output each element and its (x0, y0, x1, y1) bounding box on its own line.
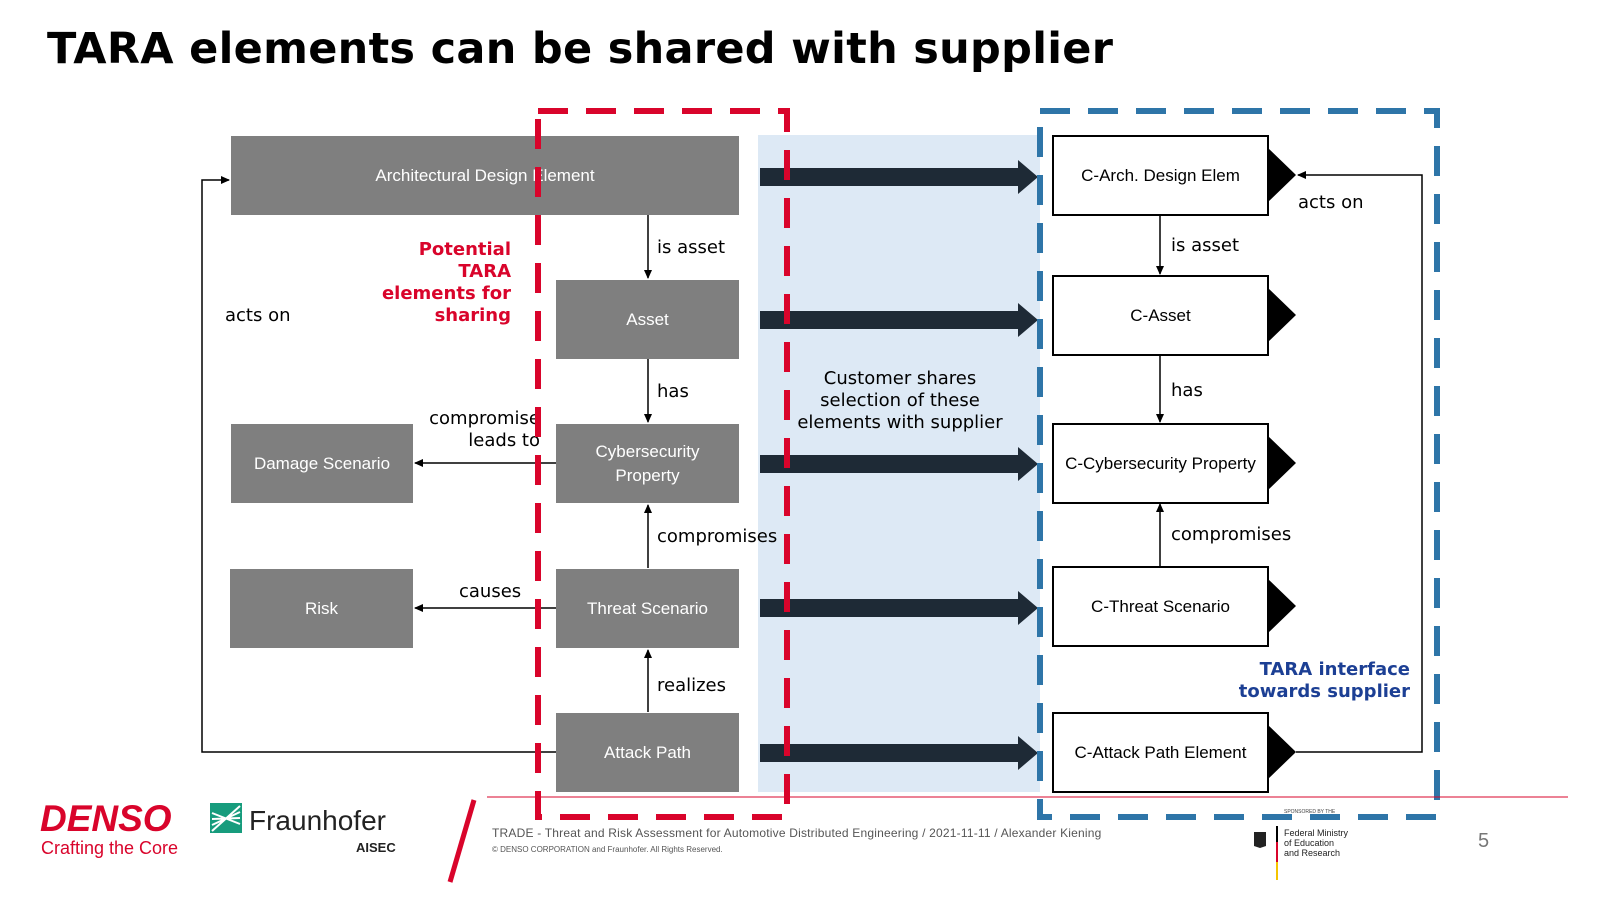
customer-shares-note: Customer shares selection of these eleme… (797, 368, 1003, 433)
bmbf-line-1: Federal Ministry (1284, 828, 1349, 838)
denso-logo: DENSO (40, 798, 172, 839)
footer-slash (447, 799, 477, 883)
bmbf-line-3: and Research (1284, 848, 1341, 858)
potential-sharing-note: Potential TARA elements for sharing (381, 239, 511, 326)
causes-label: causes (459, 581, 522, 602)
bmbf-sponsored: SPONSORED BY THE (1284, 809, 1336, 815)
denso-tagline: Crafting the Core (41, 838, 179, 858)
share-arrows (760, 160, 1038, 770)
aisec-label: AISEC (356, 840, 396, 855)
bmbf-logo-text: Federal Ministry of Education and Resear… (1284, 828, 1348, 858)
slide-title: TARA elements can be shared with supplie… (47, 24, 1114, 74)
acts-on-loop-arrow (201, 176, 556, 753)
damage-scenario-box: Damage Scenario (231, 424, 413, 503)
compromise-leads-to-label: compromise leads to (429, 408, 540, 451)
risk-box: Risk (230, 569, 413, 648)
acts-on-label: acts on (225, 305, 291, 326)
footer-text: TRADE - Threat and Risk Assessment for A… (492, 826, 1102, 840)
footer-copyright: © DENSO CORPORATION and Fraunhofer. All … (492, 845, 723, 854)
page-number: 5 (1478, 830, 1490, 852)
bmbf-eagle-icon (1254, 826, 1278, 880)
fraunhofer-logo-icon (210, 803, 242, 833)
bmbf-line-2: of Education (1284, 838, 1335, 848)
fraunhofer-logo-text: Fraunhofer (249, 805, 386, 836)
